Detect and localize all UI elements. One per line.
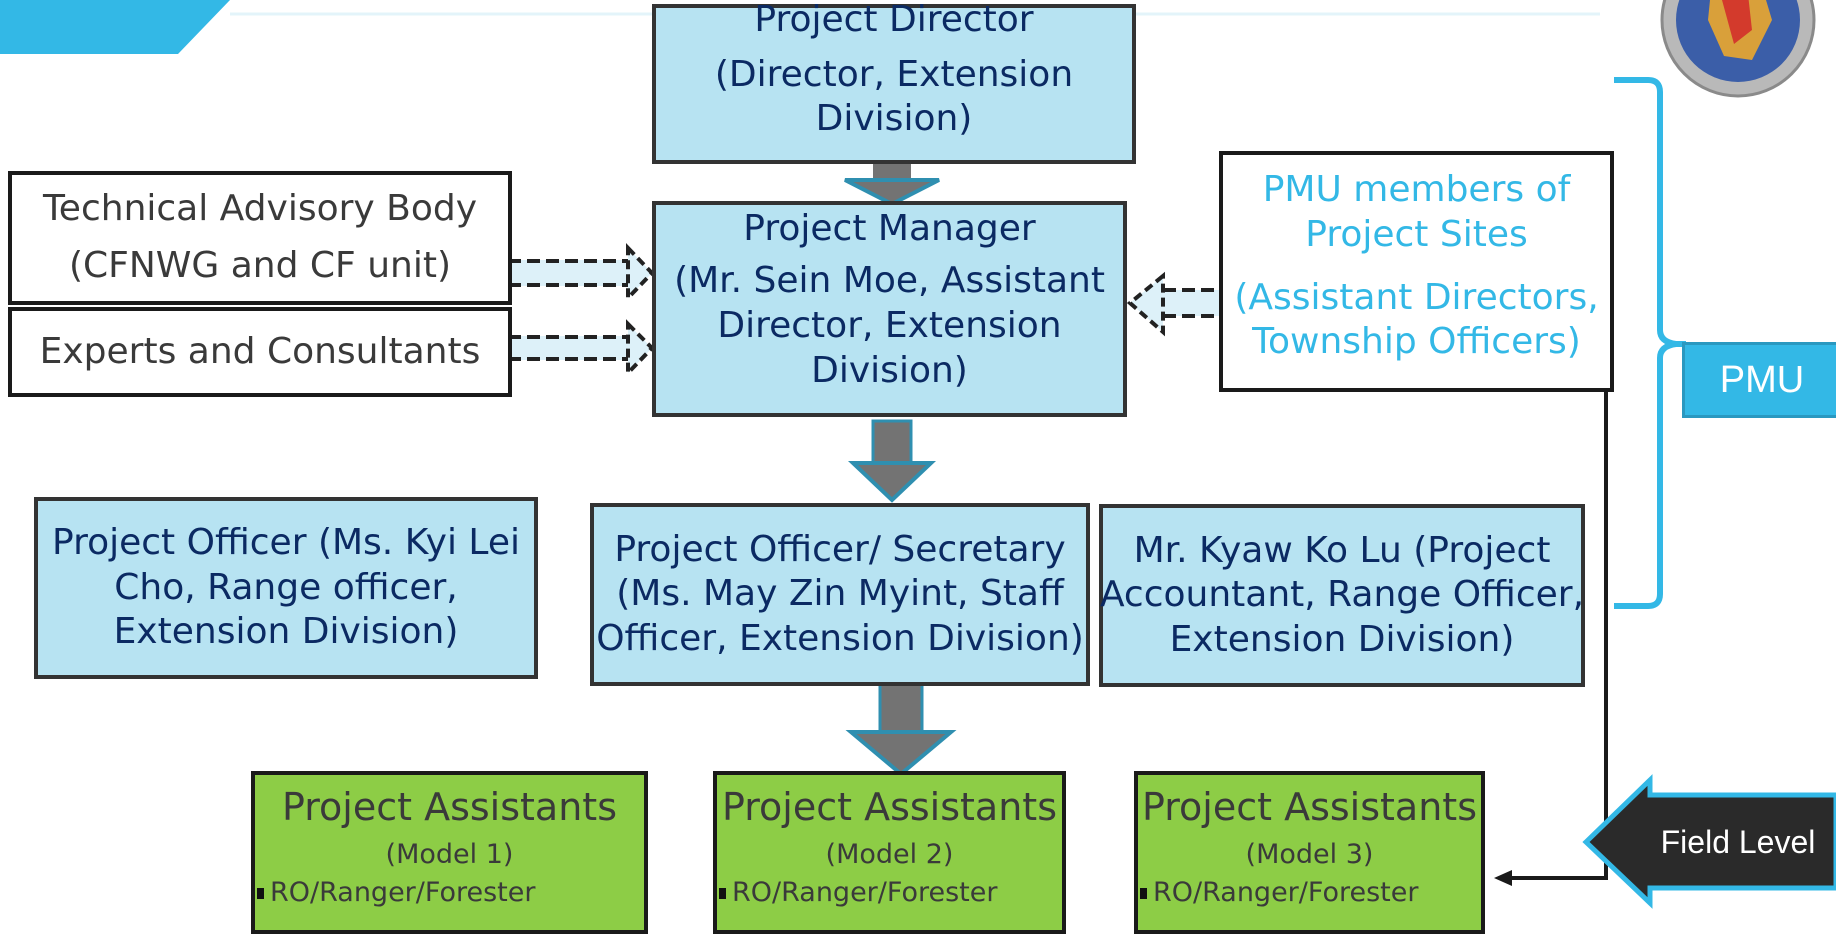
assistant-role-text: RO/Ranger/Forester <box>270 876 536 908</box>
project-accountant-text: Mr. Kyaw Ko Lu (Project Accountant, Rang… <box>1099 529 1585 660</box>
assistant-role-text: RO/Ranger/Forester <box>732 876 998 908</box>
technical-advisory-box: Technical Advisory Body (CFNWG and CF un… <box>8 171 512 305</box>
arrow-advisory-to-manager <box>508 243 655 303</box>
assistant-model: (Model 3) <box>1245 838 1374 870</box>
project-manager-box: Project Manager (Mr. Sein Moe, Assistant… <box>652 201 1127 417</box>
assistant-role: RO/Ranger/Forester <box>717 877 997 909</box>
technical-advisory-title: Technical Advisory Body <box>42 188 478 230</box>
project-manager-title: Project Manager <box>743 207 1036 249</box>
bullet-icon <box>1140 887 1147 899</box>
field-level-arrow <box>1582 774 1836 909</box>
bullet-icon <box>719 887 726 899</box>
pmu-members-box: PMU members of Project Sites (Assistant … <box>1219 151 1614 392</box>
technical-advisory-subtitle: (CFNWG and CF unit) <box>68 245 451 286</box>
assistant-role: RO/Ranger/Forester <box>1138 877 1418 909</box>
project-officer-secretary-text: Project Officer/ Secretary (Ms. May Zin … <box>596 528 1084 659</box>
project-officer-secretary-box: Project Officer/ Secretary (Ms. May Zin … <box>590 503 1090 686</box>
arrow-director-to-manager <box>844 162 940 207</box>
experts-consultants-box: Experts and Consultants <box>8 307 512 397</box>
assistant-model: (Model 1) <box>385 838 514 870</box>
project-manager-subtitle: (Mr. Sein Moe, Assistant Director, Exten… <box>674 260 1105 391</box>
project-assistants-model-2: Project Assistants (Model 2) RO/Ranger/F… <box>713 771 1066 934</box>
project-assistants-model-1: Project Assistants (Model 1) RO/Ranger/F… <box>251 771 648 934</box>
field-level-connector <box>1494 392 1608 886</box>
pmu-bracket <box>1614 77 1686 609</box>
project-director-box: Project Director (Director, Extension Di… <box>652 0 1136 164</box>
field-level-label-box: Field Level <box>1640 800 1836 884</box>
arrow-manager-to-secretary <box>847 419 937 503</box>
pmu-label-box: PMU <box>1682 342 1836 418</box>
assistant-model: (Model 2) <box>825 838 954 870</box>
assistant-title: Project Assistants <box>281 785 617 829</box>
project-director-subtitle: (Director, Extension Division) <box>714 53 1074 140</box>
field-level-label: Field Level <box>1660 823 1816 860</box>
pmu-label: PMU <box>1719 358 1805 401</box>
header-banner <box>0 0 230 54</box>
project-officer-box: Project Officer (Ms. Kyi Lei Cho, Range … <box>34 497 538 679</box>
project-officer-text: Project Officer (Ms. Kyi Lei Cho, Range … <box>52 522 520 653</box>
project-assistants-model-3: Project Assistants (Model 3) RO/Ranger/F… <box>1134 771 1485 934</box>
mkcf-logo <box>1660 0 1816 98</box>
assistant-role: RO/Ranger/Forester <box>255 877 535 909</box>
project-director-title: Project Director <box>754 0 1034 41</box>
assistant-role-text: RO/Ranger/Forester <box>1153 876 1419 908</box>
pmu-members-subtitle: (Assistant Directors, Township Officers) <box>1234 276 1599 363</box>
bullet-icon <box>257 887 264 899</box>
experts-consultants-label: Experts and Consultants <box>39 330 481 372</box>
project-accountant-box: Mr. Kyaw Ko Lu (Project Accountant, Rang… <box>1099 504 1585 687</box>
pmu-members-title: PMU members of Project Sites <box>1262 169 1571 255</box>
assistant-title: Project Assistants <box>1141 785 1477 829</box>
assistant-title: Project Assistants <box>721 785 1057 829</box>
arrow-experts-to-manager <box>508 319 655 378</box>
arrow-pmu-members-to-manager <box>1126 271 1219 337</box>
